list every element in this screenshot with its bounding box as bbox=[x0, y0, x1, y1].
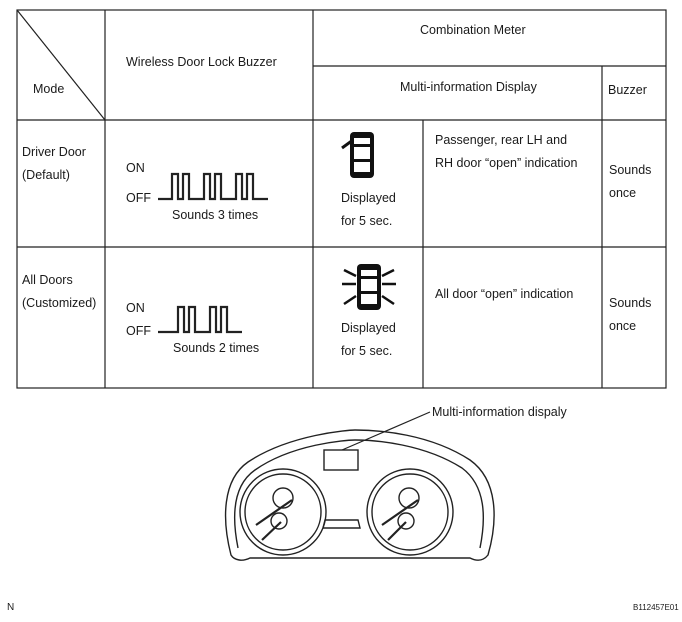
row1-buzzer-line1: Sounds bbox=[609, 163, 652, 177]
row2-off-label: OFF bbox=[126, 324, 151, 338]
row2-all-doors-open-icon bbox=[342, 264, 396, 310]
row1-displayed-line2: for 5 sec. bbox=[341, 214, 393, 228]
row2-buzzer-line1: Sounds bbox=[609, 296, 652, 310]
header-diagonal bbox=[16, 9, 106, 121]
row1-on-label: ON bbox=[126, 161, 145, 175]
multi-info-display-screen bbox=[323, 449, 359, 471]
cluster-inner-bezel bbox=[233, 439, 484, 549]
row2-displayed-line2: for 5 sec. bbox=[341, 344, 393, 358]
row1-indication-line2: RH door “open” indication bbox=[435, 156, 578, 170]
table-grid bbox=[16, 9, 667, 389]
instrument-cluster-illustration bbox=[224, 411, 495, 561]
row2-sounds-text: Sounds 2 times bbox=[173, 341, 260, 355]
row2-mode-line2: (Customized) bbox=[22, 296, 97, 310]
row1-buzzer-waveform bbox=[158, 172, 268, 201]
right-gauge bbox=[366, 468, 454, 556]
footer-left-mark: N bbox=[7, 602, 15, 613]
row1-off-label: OFF bbox=[126, 191, 151, 205]
row1-displayed-line1: Displayed bbox=[341, 191, 396, 205]
header-multi-info-display: Multi-information Display bbox=[400, 80, 537, 94]
row1-indication-line1: Passenger, rear LH and bbox=[435, 133, 568, 147]
row2-indication-line1: All door “open” indication bbox=[435, 287, 574, 301]
row1-mode-line1: Driver Door bbox=[22, 145, 86, 159]
header-wireless-buzzer: Wireless Door Lock Buzzer bbox=[126, 55, 277, 69]
header-buzzer: Buzzer bbox=[608, 83, 647, 97]
row2-buzzer-waveform bbox=[158, 305, 242, 334]
header-mode: Mode bbox=[33, 82, 65, 96]
callout-multi-info-display: Multi-information dispaly bbox=[432, 405, 567, 419]
row1-mode-line2: (Default) bbox=[22, 168, 70, 182]
row2-buzzer-line2: once bbox=[609, 319, 637, 333]
row1-buzzer-line2: once bbox=[609, 186, 637, 200]
row1-door-open-icon bbox=[341, 132, 374, 178]
left-gauge bbox=[239, 468, 327, 556]
callout-leader bbox=[341, 411, 431, 451]
row2-displayed-line1: Displayed bbox=[341, 321, 396, 335]
header-combination-meter: Combination Meter bbox=[420, 23, 526, 37]
row2-mode-line1: All Doors bbox=[22, 273, 73, 287]
cluster-outer-bezel bbox=[224, 429, 495, 561]
row1-sounds-text: Sounds 3 times bbox=[172, 208, 259, 222]
figure-code: B112457E01 bbox=[633, 603, 679, 612]
row2-on-label: ON bbox=[126, 301, 145, 315]
